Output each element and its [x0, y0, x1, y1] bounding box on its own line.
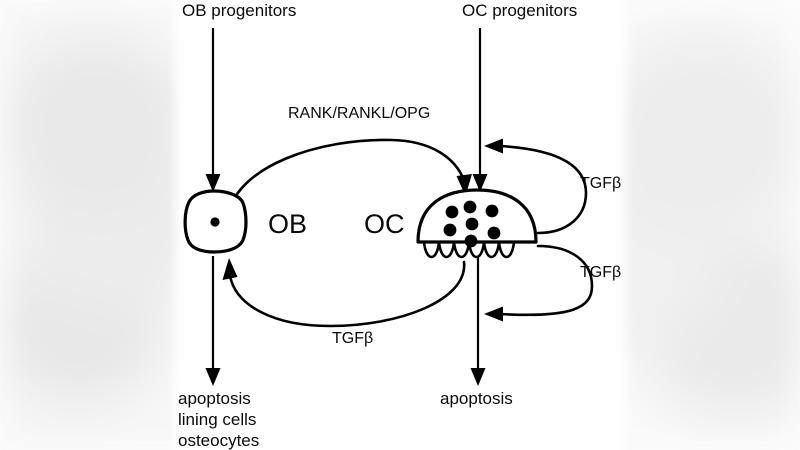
label-rank-rankl-opg: RANK/RANKL/OPG [288, 105, 430, 122]
ob-nucleus [210, 217, 220, 227]
oc-nucleus [445, 205, 459, 219]
label-ob-fate-lining-cells: lining cells [178, 410, 256, 429]
label-ob: OB [268, 209, 307, 239]
panel-right-fade [618, 0, 634, 450]
label-ob-progenitors: OB progenitors [182, 1, 296, 20]
label-tgfb-upper: TGFβ [580, 175, 621, 192]
cell-oc [416, 188, 538, 259]
label-tgfb-lower: TGFβ [580, 264, 621, 281]
figure-white-panel [180, 0, 620, 450]
label-ob-fate-osteocytes: osteocytes [178, 431, 259, 450]
panel-left-fade [168, 0, 182, 450]
oc-nucleus [465, 217, 479, 231]
arrow-oc-to-apoptosis [470, 256, 486, 386]
loop-tgfb-lower [484, 244, 594, 322]
oc-nucleus [487, 226, 501, 240]
arrow-rank-axis-ob-to-oc [226, 138, 472, 218]
label-oc: OC [364, 209, 405, 239]
oc-nucleus [464, 234, 478, 248]
label-oc-fate-apoptosis: apoptosis [440, 389, 513, 408]
arrow-ob-progenitors-to-ob-group [205, 28, 221, 192]
oc-nucleus [485, 204, 499, 218]
label-tgfb-return: TGFβ [332, 330, 373, 347]
arrow-ob-to-fates [205, 256, 221, 386]
label-ob-fate-apoptosis: apoptosis [178, 389, 251, 408]
oc-nucleus [443, 223, 457, 237]
oc-nucleus [463, 200, 477, 214]
label-oc-progenitors: OC progenitors [462, 1, 577, 20]
arrow-tgfb-oc-to-ob [222, 258, 466, 328]
cell-ob [183, 189, 248, 254]
arrow-oc-progenitors-to-oc [472, 28, 488, 192]
loop-tgfb-upper [484, 138, 588, 235]
